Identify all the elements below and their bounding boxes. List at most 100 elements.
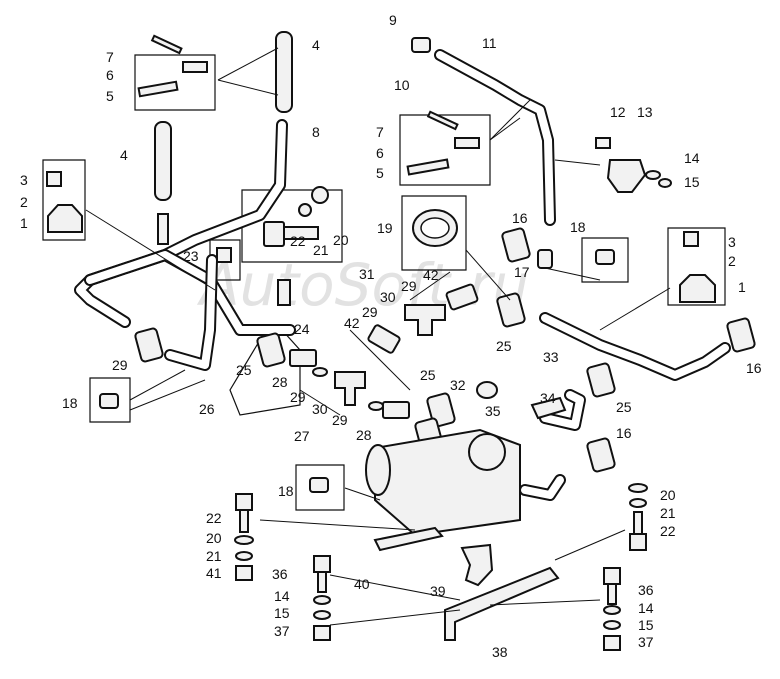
clamp-ring-32: [476, 381, 498, 399]
callout-39: 39: [430, 583, 446, 599]
callout-12: 12: [610, 104, 626, 120]
callout-37-left: 37: [274, 623, 290, 639]
bracket-24: [277, 279, 291, 306]
plate-5-top: [137, 80, 179, 98]
detail-box-bracket-left: [42, 159, 86, 241]
bracket-1-right: [679, 274, 716, 303]
callout-8: 8: [312, 124, 320, 140]
tube-stub: [157, 213, 169, 245]
callout-23: 23: [183, 248, 199, 264]
hose-29-left: [134, 327, 164, 363]
callout-42-upper: 42: [423, 267, 439, 283]
fitting-28-left: [289, 349, 317, 367]
clip-6-center: [454, 137, 480, 149]
screw-12: [595, 137, 611, 149]
hose-25-left: [256, 332, 286, 368]
callout-15-left: 15: [274, 605, 290, 621]
callout-15-right: 15: [638, 617, 654, 633]
callout-16-top: 16: [512, 210, 528, 226]
washer-14-right: [603, 605, 621, 615]
washer-21-right: [629, 498, 647, 508]
callout-13: 13: [637, 104, 653, 120]
callout-1-right: 1: [738, 279, 746, 295]
callout-21-left: 21: [206, 548, 222, 564]
washer-15-right: [603, 620, 621, 630]
callout-29-mid: 29: [290, 389, 306, 405]
callout-22-right: 22: [660, 523, 676, 539]
callout-3-left: 3: [20, 172, 28, 188]
elbow-42-right: [445, 283, 479, 311]
washer-15-left: [313, 610, 331, 620]
screw-3-right: [683, 231, 699, 247]
callout-2-right: 2: [728, 253, 736, 269]
callout-20-top: 20: [333, 232, 349, 248]
callout-18-bottom: 18: [278, 483, 294, 499]
callout-34: 34: [540, 390, 556, 406]
callout-29-lower: 29: [332, 412, 348, 428]
tube-4-top: [275, 31, 293, 113]
callout-40: 40: [354, 576, 370, 592]
callout-22-left: 22: [206, 510, 222, 526]
callout-20-left: 20: [206, 530, 222, 546]
callout-30-upper: 30: [380, 289, 396, 305]
callout-36-right: 36: [638, 582, 654, 598]
detail-box-top-center: [399, 114, 491, 186]
callout-7-top: 7: [106, 49, 114, 65]
callout-6-top: 6: [106, 67, 114, 83]
bolt-36-right-head: [603, 567, 621, 585]
callout-3-right: 3: [728, 234, 736, 250]
callout-14-right: 14: [638, 600, 654, 616]
detail-box-bolt: [241, 189, 343, 263]
nut-41: [235, 565, 253, 581]
hose-16-top: [501, 227, 531, 263]
callout-25-lower: 25: [420, 367, 436, 383]
heater-pump: [468, 433, 506, 471]
callout-22-top: 22: [290, 233, 306, 249]
valve-9: [411, 37, 431, 53]
hose-16-right: [726, 317, 756, 353]
drain-tap-18-left: [99, 393, 119, 409]
bolt-36-right-shank: [607, 583, 617, 605]
detail-box-tap-18-left: [89, 377, 131, 423]
callout-38: 38: [492, 644, 508, 660]
callout-27: 27: [294, 428, 310, 444]
callout-5-top: 5: [106, 88, 114, 104]
elbow-39: [460, 543, 494, 587]
washer-14-top: [645, 170, 661, 180]
bracket-40: [373, 526, 444, 552]
screw-23: [216, 247, 232, 263]
hose-16-bottom: [586, 437, 616, 473]
callout-6-center: 6: [376, 145, 384, 161]
callout-9: 9: [389, 12, 397, 28]
callout-32: 32: [450, 377, 466, 393]
detail-box-top-left: [134, 54, 216, 111]
screw-3-left: [46, 171, 62, 187]
gasket-29-right: [368, 401, 384, 411]
callout-16-right: 16: [746, 360, 762, 376]
detail-box-tap-18-bottom: [295, 464, 345, 511]
bolt-36-left-shank: [317, 571, 327, 593]
washer-21: [298, 203, 312, 217]
drain-tap-18-bottom: [309, 477, 329, 493]
bracket-1-left: [47, 204, 83, 233]
callout-31: 31: [359, 266, 375, 282]
callout-16-bottom: 16: [616, 425, 632, 441]
pin-7-center: [426, 110, 459, 131]
fitting-28-right: [382, 401, 410, 419]
callout-15-top: 15: [684, 174, 700, 190]
callout-2-left: 2: [20, 194, 28, 210]
callout-7-center: 7: [376, 124, 384, 140]
callout-14-left: 14: [274, 588, 290, 604]
hose-34: [530, 396, 567, 420]
pin-7-top: [150, 34, 183, 55]
detail-box-tap-18-top: [581, 237, 629, 283]
callout-29-upper-2: 29: [401, 278, 417, 294]
hose-25-center: [496, 292, 526, 328]
bolt-22-left-shank: [239, 509, 249, 533]
callout-21-right: 21: [660, 505, 676, 521]
callout-10: 10: [394, 77, 410, 93]
drain-tap-18-top: [595, 249, 615, 265]
callout-11: 11: [482, 35, 497, 51]
elbow-42-left: [367, 324, 401, 354]
tee-30-upper: [404, 304, 446, 336]
